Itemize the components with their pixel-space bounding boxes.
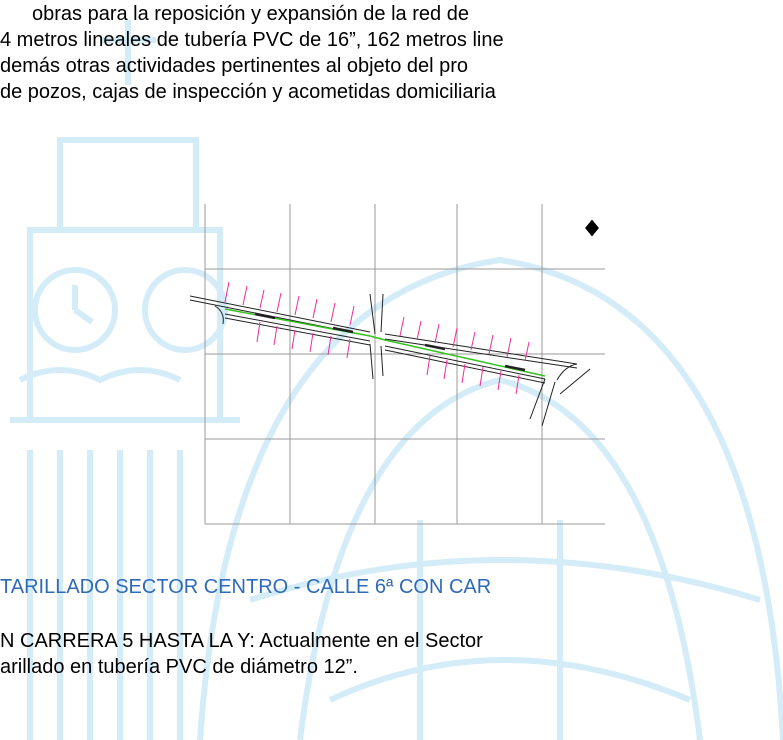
body-line-2: arillado en tubería PVC de diámetro 12”. [0, 656, 358, 678]
body-line-1: N CARRERA 5 HASTA LA Y: Actualmente en e… [0, 630, 483, 652]
plan-grid [204, 204, 605, 525]
paragraph-line-4: de pozos, cajas de inspección y acometid… [0, 81, 496, 103]
sewer-plan-drawing [189, 204, 605, 525]
section-heading: TARILLADO SECTOR CENTRO - CALLE 6ª CON C… [0, 576, 492, 598]
paragraph-line-1: obras para la reposición y expansión de … [32, 3, 469, 25]
pipe-segment-labels [254, 312, 526, 372]
pipe-line [224, 308, 546, 377]
paragraph-line-2: 4 metros lineales de tubería PVC de 16”,… [0, 29, 504, 51]
paragraph-line-3: demás otras actividades pertinentes al o… [0, 55, 469, 77]
north-arrow-icon [585, 219, 599, 237]
connection-markers [224, 281, 530, 395]
